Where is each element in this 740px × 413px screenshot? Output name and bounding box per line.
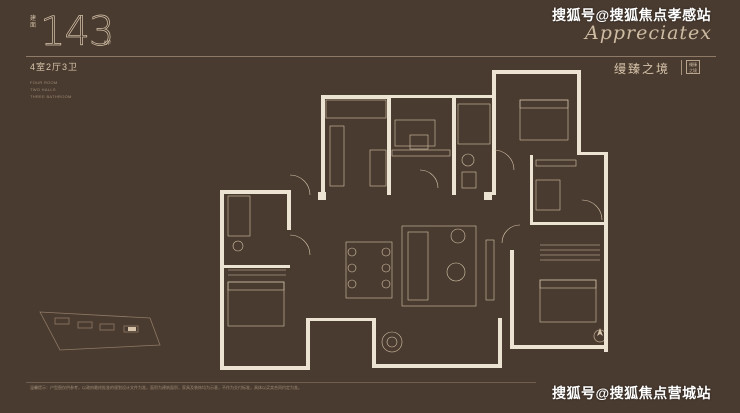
watermark-bottom: 搜狐号@搜狐焦点营城站: [552, 385, 712, 401]
brand-seal: 缦臻 之境: [686, 60, 700, 74]
seal-line-1: 缦臻: [689, 62, 697, 67]
layout-label: 4室2厅3卫: [30, 62, 79, 72]
furniture: [227, 99, 603, 353]
watermark-top: 搜狐号@搜狐焦点孝感站: [552, 7, 712, 23]
bottom-divider: [26, 382, 536, 383]
disclaimer: 温馨提示：户型图仅供参考，以政府最终批准的规划设计文件为准，面积为建筑面积，家具…: [30, 385, 302, 390]
area-unit: M²: [104, 41, 111, 47]
seal-line-2: 之境: [689, 68, 697, 73]
layout-subtext-3: THREE BATHROOM: [30, 94, 72, 99]
top-divider: [26, 56, 716, 57]
brand-divider: [681, 60, 682, 75]
layout-subtext-1: FOUR ROOM: [30, 80, 58, 85]
layout-subtext-2: TWO HALLS: [30, 87, 56, 92]
area-value: 143: [40, 9, 115, 55]
area-prefix: 建面: [30, 16, 37, 29]
site-plan-icon: [39, 311, 161, 351]
brand-script-title: Appreciatex: [585, 22, 713, 44]
walls: [220, 70, 608, 370]
brand-name: 缦臻之境: [614, 62, 671, 76]
